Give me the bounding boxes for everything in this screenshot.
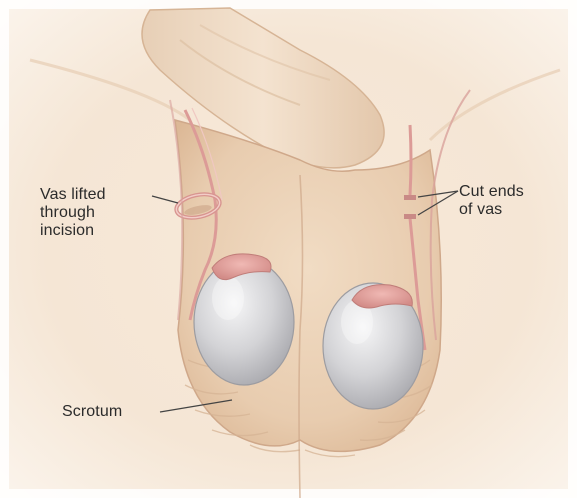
vas-lifted-label: Vas lifted through incision (40, 186, 106, 240)
cut-ends-label: Cut ends of vas (459, 183, 524, 219)
vas-lifted-label-line-2: through (40, 204, 106, 222)
scrotum-label-text: Scrotum (62, 403, 122, 421)
cut-end-upper (404, 195, 416, 200)
vas-lifted-label-line-1: Vas lifted (40, 186, 106, 204)
scrotum-label: Scrotum (62, 403, 122, 421)
left-testis (194, 259, 294, 385)
cut-ends-label-line-2: of vas (459, 201, 524, 219)
vas-lifted-label-line-3: incision (40, 222, 106, 240)
right-vas-upper (410, 125, 411, 195)
cut-ends-label-line-1: Cut ends (459, 183, 524, 201)
cut-end-lower (404, 214, 416, 219)
